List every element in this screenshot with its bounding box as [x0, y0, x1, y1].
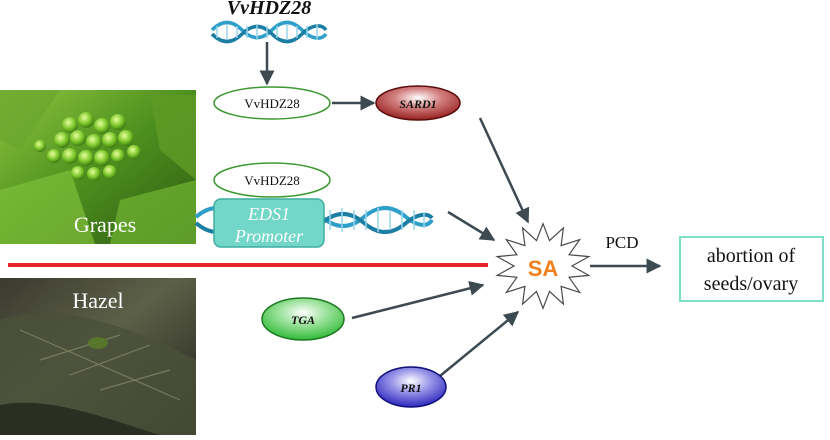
node-eds1-promoter: EDS1 Promoter	[213, 198, 325, 248]
svg-text:PR1: PR1	[400, 381, 421, 395]
node-sard1: SARD1	[375, 85, 461, 121]
hazel-photo: Hazel	[0, 278, 196, 435]
arrow-eds1-to-sa	[447, 210, 496, 242]
svg-text:SARD1: SARD1	[399, 97, 436, 111]
node-sa: SA	[495, 222, 591, 310]
svg-text:Promoter: Promoter	[234, 226, 304, 246]
arrow-sard1-to-sa	[478, 117, 530, 224]
arrows	[259, 42, 662, 377]
arrow-pr1-to-sa	[439, 311, 520, 377]
svg-text:abortion of: abortion of	[707, 245, 796, 267]
hazel-label: Hazel	[72, 288, 123, 313]
sa-starburst-shape	[495, 222, 591, 310]
pcd-label: PCD	[605, 233, 638, 252]
gene-title: VvHDZ28	[227, 0, 311, 19]
svg-text:SA: SA	[528, 256, 559, 281]
svg-text:EDS1: EDS1	[247, 204, 290, 224]
node-vvhdz28-lower: VvHDZ28	[213, 162, 331, 198]
node-vvhdz28-upper: VvHDZ28	[213, 86, 331, 120]
grape-berries	[34, 112, 141, 181]
node-pr1: PR1	[375, 366, 447, 408]
svg-text:TGA: TGA	[291, 313, 315, 327]
svg-text:seeds/ovary: seeds/ovary	[704, 273, 798, 295]
node-tga: TGA	[261, 297, 345, 341]
svg-text:VvHDZ28: VvHDZ28	[244, 96, 300, 111]
node-outcome: abortion of seeds/ovary	[679, 236, 824, 302]
svg-text:VvHDZ28: VvHDZ28	[244, 173, 300, 188]
dna-helix-upper	[210, 20, 328, 44]
arrow-tga-to-sa	[351, 281, 485, 320]
grapes-photo: Grapes	[0, 90, 196, 244]
grapes-label: Grapes	[74, 212, 136, 237]
